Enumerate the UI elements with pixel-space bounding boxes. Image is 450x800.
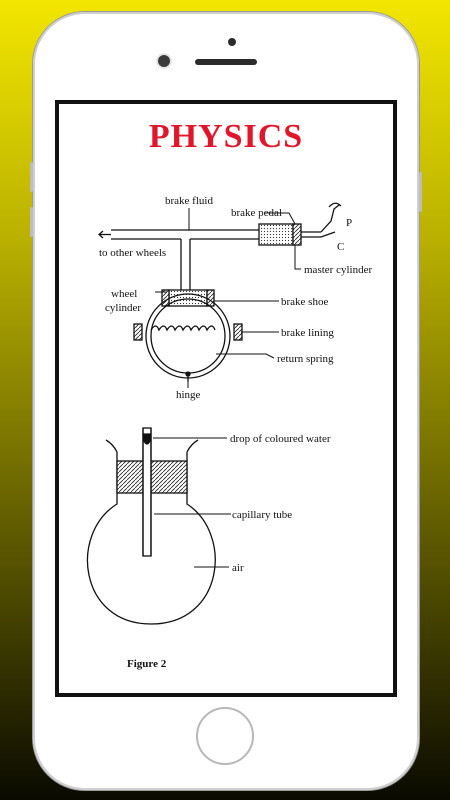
label-brake-pedal: brake pedal <box>231 207 282 219</box>
label-hinge: hinge <box>176 389 201 401</box>
flask-diagram <box>86 427 231 625</box>
label-cylinder: cylinder <box>105 302 141 314</box>
brake-system-diagram <box>98 202 342 388</box>
physics-diagrams: brake fluid brake pedal P C to other whe… <box>86 195 372 670</box>
earpiece-speaker-icon <box>195 59 257 65</box>
volume-up-button <box>30 162 33 192</box>
label-air: air <box>232 562 244 574</box>
home-button-icon[interactable] <box>196 707 254 765</box>
page-title: PHYSICS <box>148 118 304 155</box>
label-master-cylinder: master cylinder <box>304 264 372 276</box>
phone-frame: PHYSICS <box>30 12 422 790</box>
label-brake-fluid: brake fluid <box>165 195 213 207</box>
page-content: PHYSICS <box>59 104 393 693</box>
front-camera-icon <box>158 55 170 67</box>
label-drop-of-coloured-water: drop of coloured water <box>230 433 331 445</box>
label-to-other-wheels: to other wheels <box>99 247 166 259</box>
label-brake-shoe: brake shoe <box>281 296 328 308</box>
volume-down-button <box>30 207 33 237</box>
label-wheel: wheel <box>111 288 137 300</box>
label-p: P <box>346 217 352 229</box>
label-c: C <box>337 241 344 253</box>
figure-caption: Figure 2 <box>127 658 167 670</box>
power-button <box>419 172 422 212</box>
label-capillary-tube: capillary tube <box>232 509 292 521</box>
label-return-spring: return spring <box>277 353 334 365</box>
proximity-sensor-icon <box>228 38 236 46</box>
label-brake-lining: brake lining <box>281 327 334 339</box>
screen: PHYSICS <box>55 100 397 697</box>
